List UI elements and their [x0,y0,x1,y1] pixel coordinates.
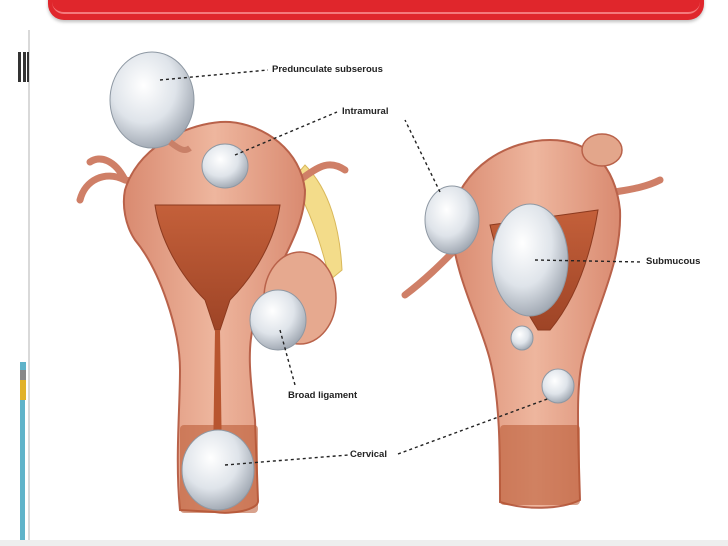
right-fallopian-tube [296,161,349,184]
label-cervical: Cervical [350,449,387,460]
submucous-fibroid [491,203,569,317]
broad-ligament-fibroid [249,289,307,351]
pedunculate-fibroid [109,51,195,149]
cervix-right [500,425,580,505]
leader-lines [159,69,643,466]
small-fibroid [510,325,534,351]
label-broad-ligament: Broad ligament [288,390,358,401]
top-subserous-fibroid [581,133,623,167]
label-intramural: Intramural [342,106,389,117]
fibroid-stalk [168,139,192,153]
intramural-fibroid-right [424,185,480,255]
bottom-border [0,540,728,546]
leader-cervical-left [224,454,349,466]
leader-intramural-left [234,111,338,156]
left-uterus [76,51,349,514]
uterus-diagram [76,51,664,514]
leader-cervical-right [397,397,551,455]
label-submucous: Submucous [646,256,701,267]
header-banner [48,0,704,20]
label-pedunculate-subserous: Predunculate subserous [272,64,383,75]
fibroid-illustration: Predunculate subserous Intramural Submuc… [30,30,728,540]
right-uterus [401,133,664,509]
leader-intramural-right [404,119,441,193]
left-divider [28,30,30,546]
intramural-fibroid-left [201,143,249,189]
leader-pedunculate [159,69,269,81]
header-banner-highlight [52,0,700,14]
cervical-fibroid [181,429,255,511]
cervical-fibroid-right [541,368,575,404]
